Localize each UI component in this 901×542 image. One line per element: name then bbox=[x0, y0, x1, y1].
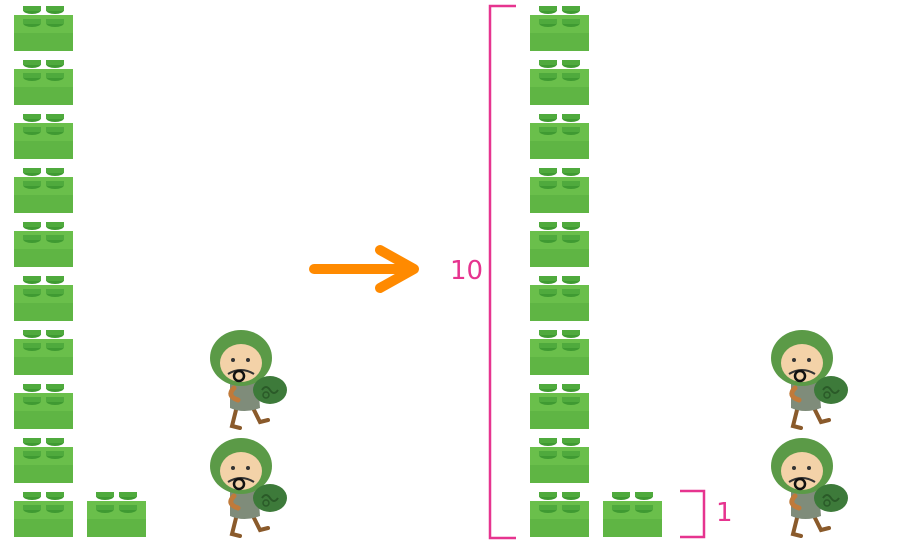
thief-icon bbox=[765, 438, 849, 538]
lego-brick-icon bbox=[530, 384, 589, 429]
lego-brick-icon bbox=[530, 330, 589, 375]
short-bracket bbox=[680, 489, 706, 539]
lego-brick-icon bbox=[87, 492, 146, 537]
lego-brick-icon bbox=[530, 114, 589, 159]
lego-brick-icon bbox=[14, 60, 73, 105]
lego-brick-icon bbox=[14, 222, 73, 267]
lego-brick-icon bbox=[14, 6, 73, 51]
lego-brick-icon bbox=[14, 276, 73, 321]
lego-brick-icon bbox=[603, 492, 662, 537]
lego-brick-icon bbox=[530, 438, 589, 483]
thief-icon bbox=[204, 330, 288, 430]
lego-brick-icon bbox=[530, 492, 589, 537]
right-arrow-icon bbox=[309, 245, 419, 293]
lego-brick-icon bbox=[530, 60, 589, 105]
tall-bracket bbox=[488, 4, 516, 540]
lego-brick-icon bbox=[14, 330, 73, 375]
lego-brick-icon bbox=[530, 276, 589, 321]
lego-brick-icon bbox=[14, 492, 73, 537]
lego-brick-icon bbox=[14, 438, 73, 483]
thief-icon bbox=[204, 438, 288, 538]
lego-brick-icon bbox=[14, 168, 73, 213]
lego-brick-icon bbox=[14, 114, 73, 159]
short-bracket-label: 1 bbox=[716, 498, 733, 528]
lego-brick-icon bbox=[530, 222, 589, 267]
lego-brick-icon bbox=[14, 384, 73, 429]
lego-brick-icon bbox=[530, 168, 589, 213]
lego-brick-icon bbox=[530, 6, 589, 51]
thief-icon bbox=[765, 330, 849, 430]
tall-bracket-label: 10 bbox=[450, 256, 484, 286]
